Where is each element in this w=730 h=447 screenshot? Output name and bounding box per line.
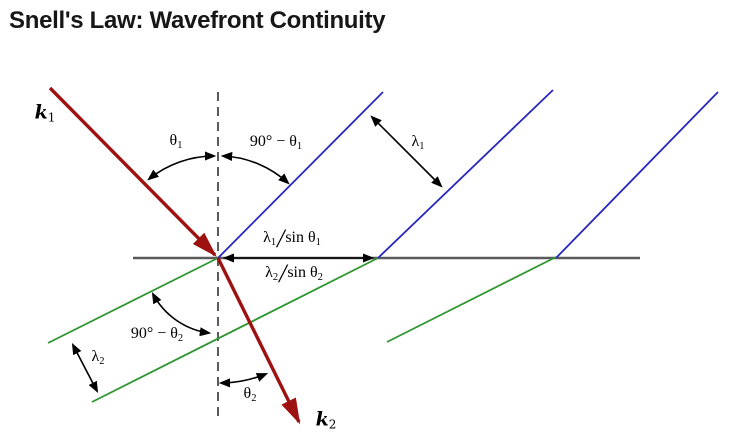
wavefront-medium1-line-3	[555, 91, 719, 259]
wavefront-medium2-line-2	[91, 257, 379, 403]
ninety-minus-theta2-label: 90° − θ2	[130, 325, 184, 344]
lambda2-label: λ2	[91, 348, 105, 367]
ninety-minus-theta1-label: 90° − θ1	[249, 133, 303, 152]
theta1-angle-arc	[147, 151, 217, 181]
theta1-symbol: θ	[169, 132, 178, 149]
theta2-label: θ2	[243, 385, 257, 404]
lambda1-over-sin-theta1-label: λ1/sin θ1	[263, 226, 321, 252]
lambda1-symbol: λ	[411, 133, 420, 150]
fraction-denominator-subscript: 1	[315, 237, 321, 248]
k1-subscript: 1	[47, 110, 56, 125]
fraction-denominator: sin θ	[285, 229, 316, 246]
k2-subscript: 2	[328, 417, 337, 432]
theta2-symbol: θ	[243, 385, 252, 402]
fraction-numerator-subscript: 1	[270, 237, 277, 248]
fraction-denominator-subscript: 2	[317, 272, 323, 283]
k1-symbol: k	[34, 101, 48, 124]
theta2-angle-arc	[218, 373, 269, 388]
lambda2-symbol: λ	[91, 348, 100, 365]
wavefront-medium1-line-2	[377, 89, 554, 259]
ninety-minus-theta1-text: 90° − θ	[249, 133, 297, 150]
refracted-ray-k2	[216, 257, 301, 425]
incident-ray-k1	[48, 86, 217, 257]
ninety-minus-theta2-angle-arc	[151, 291, 212, 337]
fraction-denominator: sin θ	[287, 264, 318, 281]
fraction-numerator-subscript: 2	[272, 272, 279, 283]
wavefront-medium1-line-1	[217, 91, 384, 259]
fraction-numerator: λ	[265, 264, 273, 281]
k2-label: k2	[315, 408, 337, 432]
wavefront-medium2-line-1	[47, 257, 219, 344]
theta2-subscript: 2	[251, 393, 257, 404]
lambda2-subscript: 2	[99, 356, 105, 367]
figure-title: Snell's Law: Wavefront Continuity	[9, 7, 386, 34]
lambda1-spacing-arrow	[370, 115, 443, 188]
fraction-numerator: λ	[263, 229, 271, 246]
k1-label: k1	[34, 101, 56, 125]
ninety-minus-theta1-subscript: 1	[296, 141, 303, 152]
fraction-slash: /	[279, 259, 287, 288]
lambda2-over-sin-theta2-label: λ2/sin θ2	[265, 261, 323, 287]
fraction-slash: /	[277, 224, 285, 253]
k2-symbol: k	[315, 408, 329, 431]
wavefront-medium2-line-3	[386, 256, 557, 343]
ninety-minus-theta2-text: 90° − θ	[130, 325, 178, 342]
lambda2-spacing-arrow	[71, 342, 99, 394]
ninety-minus-theta1-angle-arc	[220, 151, 290, 185]
theta1-subscript: 1	[177, 140, 183, 151]
theta1-label: θ1	[169, 132, 183, 151]
ninety-minus-theta2-subscript: 2	[177, 333, 184, 344]
lambda1-label: λ1	[411, 133, 425, 152]
lambda1-subscript: 1	[419, 141, 425, 152]
